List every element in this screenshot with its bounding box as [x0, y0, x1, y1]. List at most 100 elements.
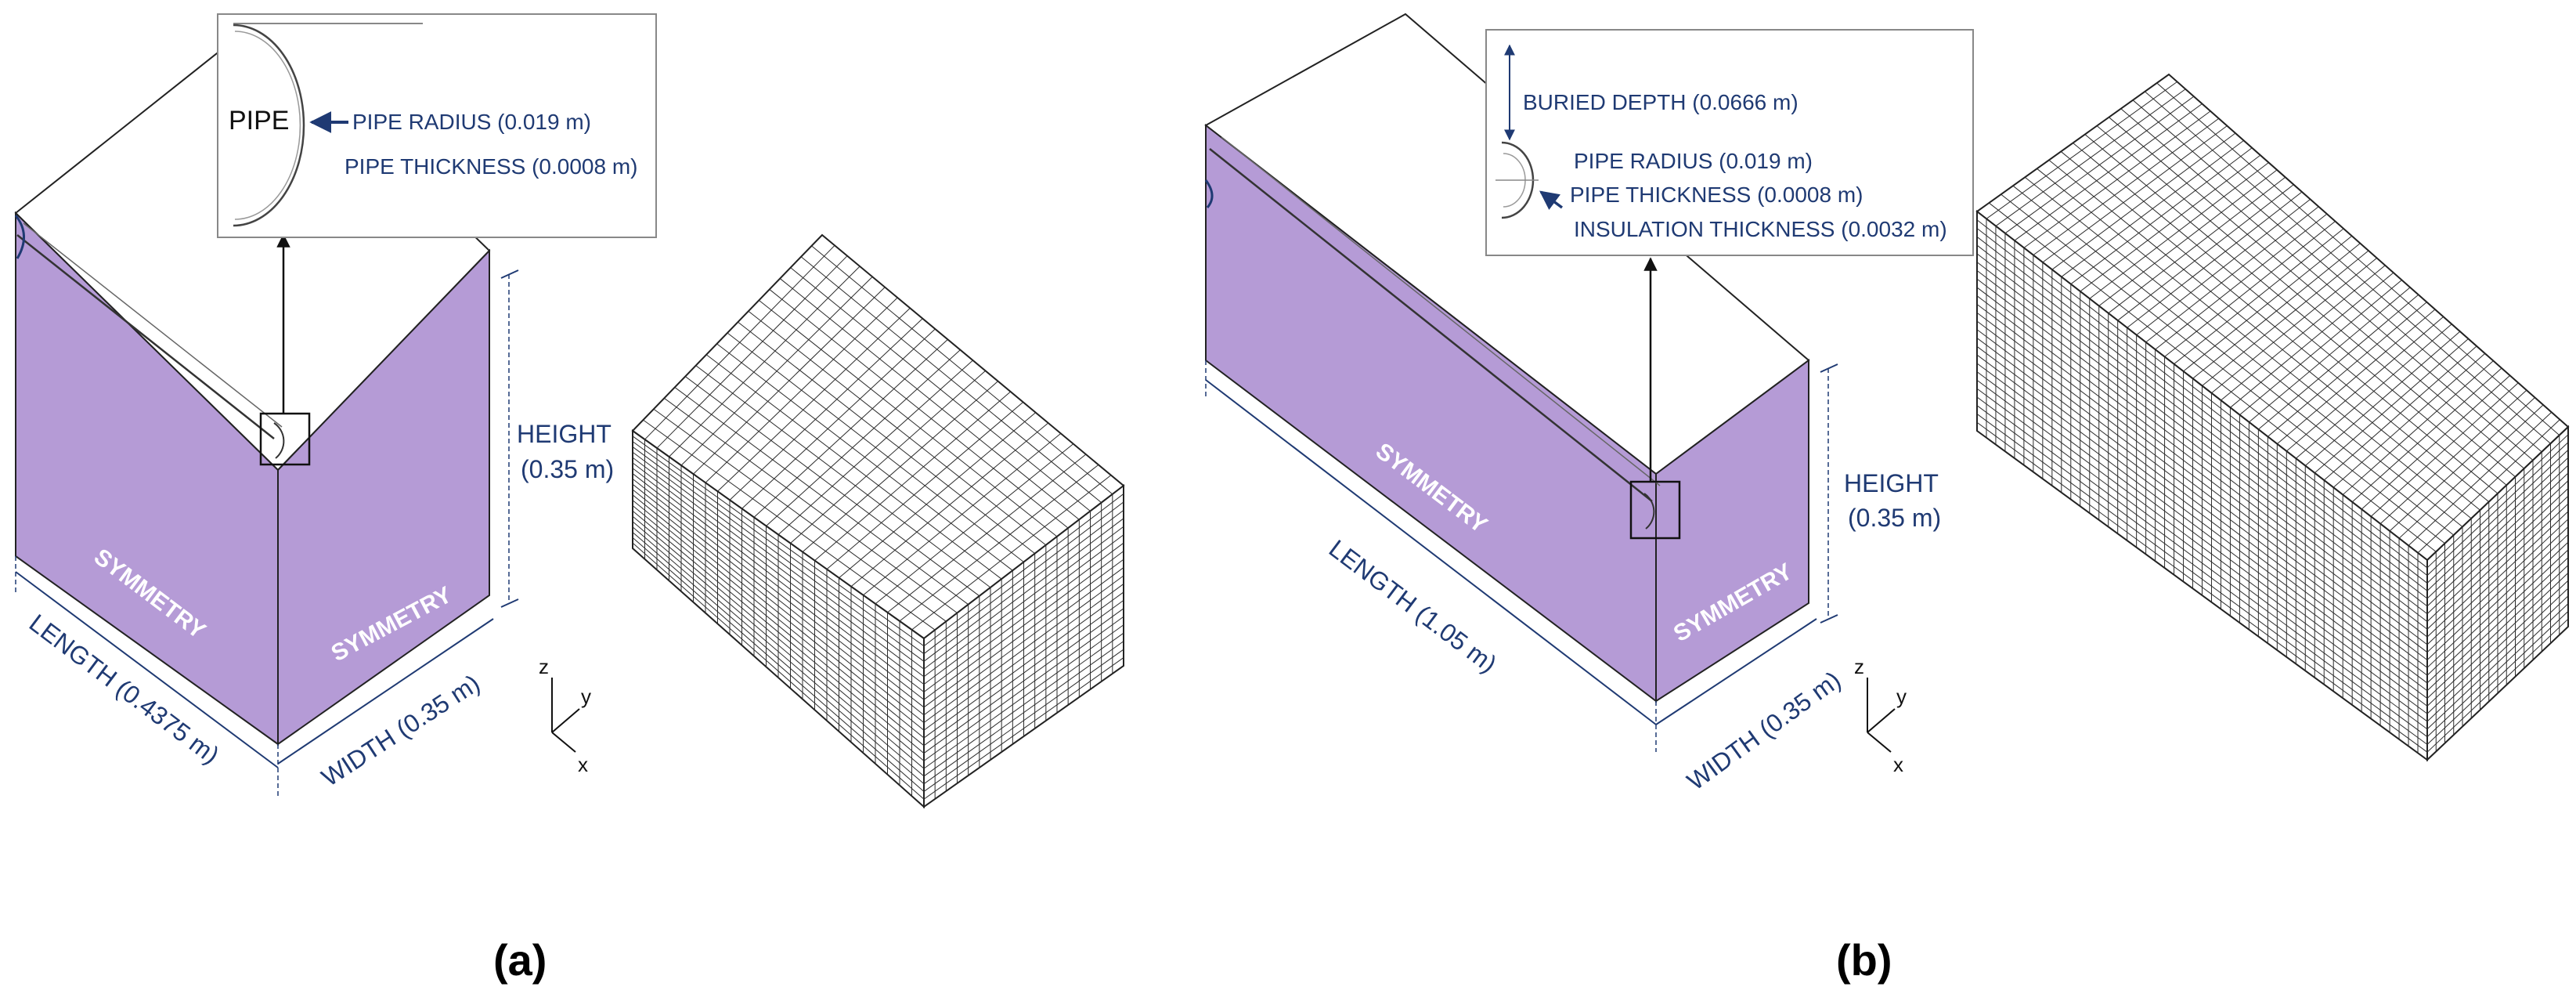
mesh-line	[923, 584, 1124, 731]
mesh-line	[2164, 221, 2336, 357]
callout-pipe-radius: PIPE RADIUS (0.019 m)	[1574, 149, 1813, 173]
mesh-line	[1976, 379, 2428, 714]
mesh-line	[923, 509, 1124, 662]
mesh-line	[2426, 565, 2569, 699]
callout-box	[1485, 29, 1974, 256]
mesh-line	[632, 505, 925, 747]
mesh-line	[632, 436, 925, 647]
mesh-line	[923, 501, 1124, 654]
mesh-line	[2426, 472, 2569, 607]
mesh-line	[1976, 253, 2428, 599]
mesh-line	[1976, 228, 2428, 577]
callout-box	[217, 13, 657, 238]
mesh-line	[2426, 533, 2569, 668]
mesh-line	[2426, 595, 2569, 730]
mesh-line	[632, 473, 925, 700]
mesh-line	[1976, 396, 2428, 730]
mesh-line	[911, 475, 1112, 631]
mesh-line	[802, 381, 998, 552]
mesh-line	[2023, 110, 2211, 248]
mesh-line	[923, 493, 1124, 647]
mesh-line	[887, 454, 1087, 613]
mesh-line	[923, 518, 1124, 670]
mesh-line	[923, 591, 1124, 739]
mesh-line	[2361, 375, 2510, 510]
mesh-line	[2070, 147, 2253, 285]
mesh-block	[631, 233, 1125, 809]
mesh-line	[826, 401, 1023, 570]
detail-box	[259, 412, 311, 466]
callout-pipe-label: PIPE	[229, 106, 289, 136]
mesh-line	[814, 391, 1011, 562]
mesh-line	[2426, 465, 2569, 599]
mesh-line	[2295, 324, 2452, 459]
mesh-block	[1975, 73, 2570, 762]
mesh-line	[923, 641, 1124, 785]
mesh-line	[2351, 367, 2502, 503]
mesh-line	[923, 624, 1124, 769]
callout-pipe-thickness: PIPE THICKNESS (0.0008 m)	[1570, 183, 1863, 207]
mesh-line	[693, 287, 886, 475]
mesh-line	[729, 318, 923, 501]
mesh-line	[2426, 541, 2569, 676]
mesh-line	[1976, 295, 2428, 638]
mesh-line	[632, 451, 925, 670]
length-dim-line	[15, 571, 279, 768]
mesh-line	[2230, 272, 2394, 408]
mesh-line	[644, 244, 835, 440]
mesh-line	[839, 412, 1037, 579]
mesh-line	[875, 443, 1074, 605]
pipe-end-icon	[14, 215, 25, 259]
mesh-line	[632, 521, 925, 769]
mesh-line	[2342, 360, 2494, 495]
mesh-line	[899, 464, 1099, 622]
mesh-line	[923, 616, 1124, 761]
mesh-line	[2426, 434, 2569, 569]
pipe-line	[23, 222, 283, 428]
mesh-line	[741, 328, 936, 509]
callout-pipe-thickness: PIPE THICKNESS (0.0008 m)	[345, 154, 638, 179]
mesh-line	[632, 526, 925, 777]
mesh-line	[2174, 228, 2344, 365]
mesh-line	[2061, 139, 2244, 277]
mesh-line	[1976, 329, 2428, 668]
mesh-line	[923, 542, 1124, 692]
mesh-line	[2426, 611, 2569, 745]
y-axis-label: y	[581, 685, 591, 708]
mesh-line	[850, 422, 1049, 587]
mesh-line	[1976, 405, 2428, 737]
callout-buried-depth: BURIED DEPTH (0.0666 m)	[1523, 90, 1799, 114]
mesh-line	[2426, 572, 2569, 707]
mesh-line	[1976, 244, 2428, 591]
height-label: HEIGHT	[517, 420, 612, 448]
mesh-line	[2221, 265, 2386, 401]
mesh-line	[2389, 397, 2535, 532]
mesh-line	[2211, 257, 2377, 394]
mesh-line	[632, 532, 925, 785]
pipe-end-icon	[1204, 179, 1214, 208]
callout-pipe-radius: PIPE RADIUS (0.019 m)	[352, 110, 591, 134]
mesh-line	[2014, 103, 2203, 241]
mesh-line	[923, 575, 1124, 723]
mesh-line	[923, 599, 1124, 747]
mesh-line	[1976, 421, 2428, 753]
pipe-line	[16, 234, 275, 439]
height-value: (0.35 m)	[521, 455, 614, 483]
mesh-line	[2145, 206, 2319, 343]
mesh-line	[2417, 419, 2560, 554]
mesh-line	[2258, 294, 2419, 430]
mesh-line	[2426, 587, 2569, 722]
mesh-line	[1976, 345, 2428, 684]
width-dim-line	[1655, 618, 1817, 725]
mesh-line	[1976, 354, 2428, 692]
mesh-line	[2426, 488, 2569, 622]
mesh-line	[2136, 198, 2311, 335]
length-dim-line	[1205, 379, 1657, 725]
mesh-line	[2426, 511, 2569, 645]
mesh-line	[2098, 169, 2278, 306]
mesh-line	[923, 567, 1124, 716]
mesh-line	[1976, 363, 2428, 699]
mesh-line	[632, 462, 925, 685]
mesh-line	[705, 297, 898, 483]
x-axis-label: x	[1893, 753, 1903, 776]
